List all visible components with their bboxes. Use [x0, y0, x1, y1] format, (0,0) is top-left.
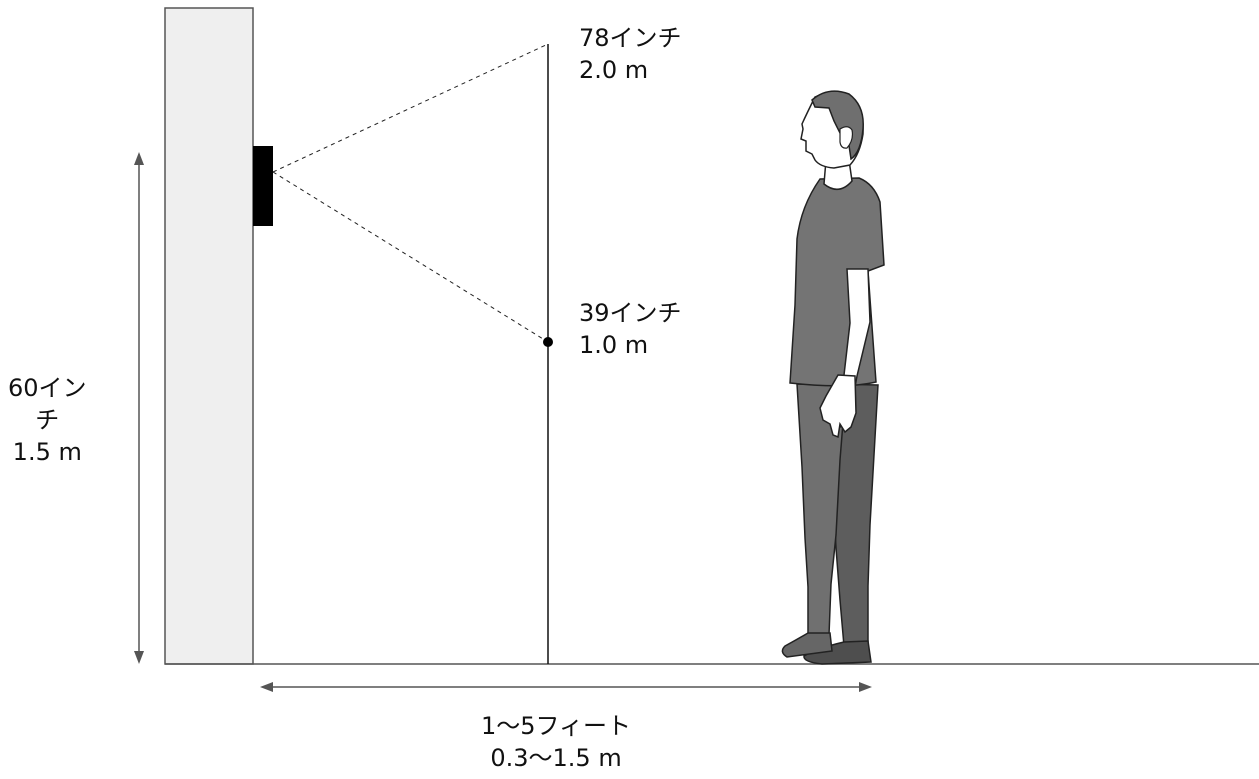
mid-marker-dot	[543, 337, 553, 347]
height-measurement-inches-part2: チ	[35, 406, 60, 434]
distance-measurement-feet: 1〜5フィート	[481, 712, 632, 740]
fov-upper-line	[272, 43, 549, 173]
person-ear	[839, 126, 854, 149]
person-figure	[781, 90, 885, 665]
height-arrow	[134, 152, 144, 664]
device	[253, 146, 273, 226]
person-shirt	[789, 177, 885, 387]
mid-measurement-meters: 1.0 m	[579, 331, 649, 359]
mid-measurement-label: 39インチ 1.0 m	[579, 297, 682, 361]
person-front-shoe	[781, 632, 833, 658]
top-measurement-meters: 2.0 m	[579, 56, 649, 84]
height-measurement-inches-part1: 60イン	[8, 374, 87, 402]
top-measurement-label: 78インチ 2.0 m	[579, 22, 682, 86]
distance-arrow	[260, 682, 872, 692]
distance-measurement-label: 1〜5フィート 0.3〜1.5 m	[481, 710, 631, 774]
top-measurement-inches: 78インチ	[579, 24, 682, 52]
mid-measurement-inches: 39インチ	[579, 299, 682, 327]
wall	[164, 7, 254, 665]
person-hand	[819, 374, 857, 439]
height-measurement-label: 60イン チ 1.5 m	[8, 372, 87, 468]
fov-lower-line	[272, 171, 549, 343]
distance-measurement-meters: 0.3〜1.5 m	[490, 744, 622, 772]
height-measurement-meters: 1.5 m	[12, 438, 82, 466]
